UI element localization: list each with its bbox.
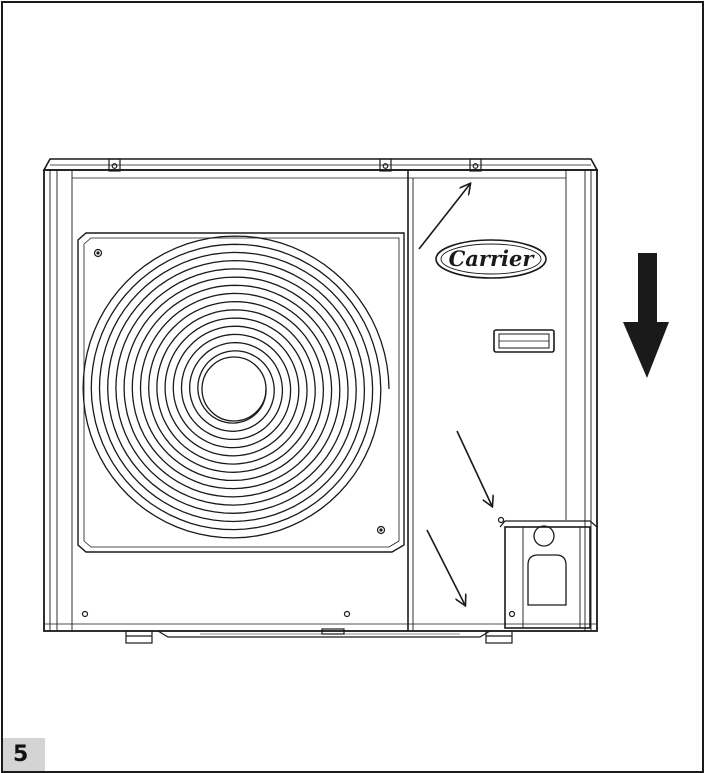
outdoor-unit-icon	[42, 158, 599, 638]
fan-hub-circle	[201, 356, 267, 422]
top-mounting-brackets	[108, 158, 482, 172]
brand-logo: Carrier	[435, 239, 547, 279]
spiral-fan-grille-icon	[77, 232, 405, 553]
brand-logo-text: Carrier	[449, 246, 536, 271]
fan-grille-spiral	[82, 235, 390, 539]
thin-pointer-arrow-icon	[418, 184, 492, 605]
screw-icon	[81, 248, 516, 618]
down-arrow-icon	[623, 253, 669, 378]
valve-cover-panel	[499, 520, 598, 629]
step-number-badge: 5	[3, 738, 45, 771]
panel-handle-icon	[493, 329, 555, 353]
mounting-feet	[125, 628, 513, 644]
